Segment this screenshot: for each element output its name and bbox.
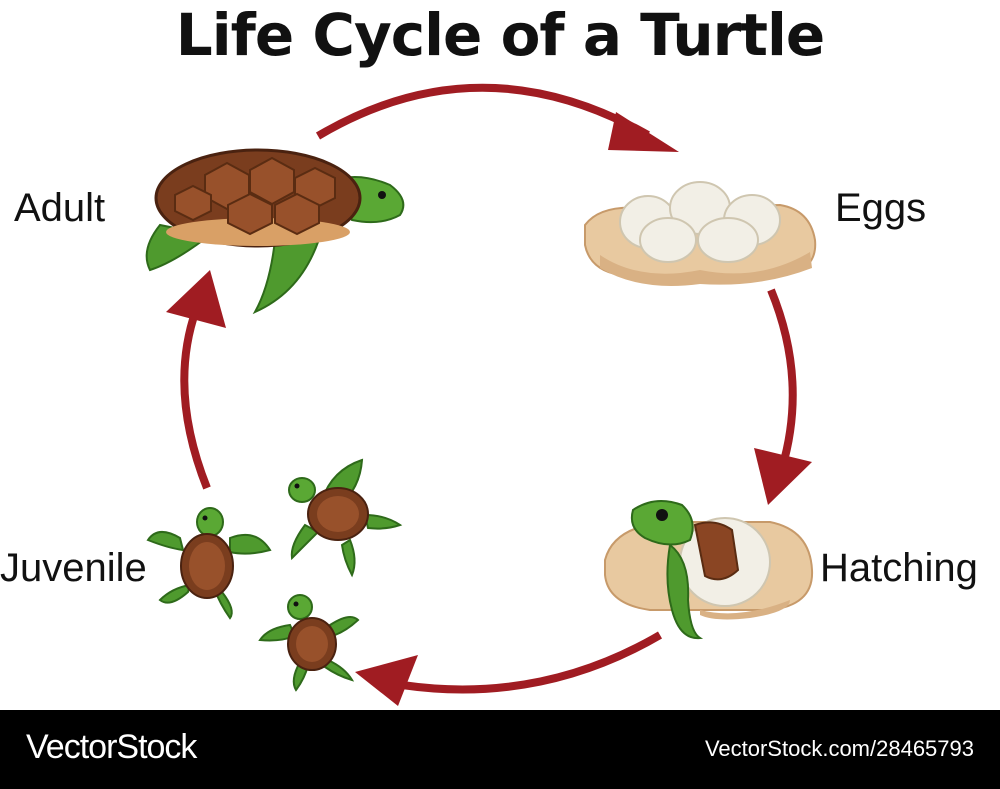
arrow-adult-to-eggs (315, 83, 650, 140)
hatchling-2 (288, 458, 403, 578)
juvenile-turtles-illustration (146, 458, 403, 692)
watermark-footer: VectorStock VectorStock.com/28465793 (0, 710, 1000, 789)
stage-label-adult: Adult (14, 186, 106, 230)
arrow-juvenile-to-adult (180, 308, 211, 490)
image-id-text: VectorStock.com/28465793 (704, 736, 974, 761)
arrowhead-eggs (608, 112, 679, 152)
hatchling-3 (258, 594, 360, 692)
arrow-eggs-to-hatching (767, 288, 797, 470)
cycle-arrows (166, 83, 812, 706)
stage-label-eggs: Eggs (835, 186, 927, 230)
stage-label-juvenile: Juvenile (0, 546, 147, 590)
eggs-nest-illustration (584, 181, 817, 286)
arrowhead-juvenile (355, 655, 418, 706)
vectorstock-logo: VectorStock (26, 728, 197, 766)
arrowhead-hatching (754, 448, 812, 505)
arrowhead-adult (166, 270, 226, 328)
adult-turtle-illustration (145, 148, 405, 315)
diagram-title: Life Cycle of a Turtle (175, 1, 825, 69)
arrow-hatching-to-juvenile (401, 631, 663, 694)
hatchling-1 (146, 507, 272, 620)
hatching-turtle-illustration (604, 500, 814, 640)
stage-label-hatching: Hatching (820, 546, 978, 590)
life-cycle-diagram (145, 83, 817, 706)
